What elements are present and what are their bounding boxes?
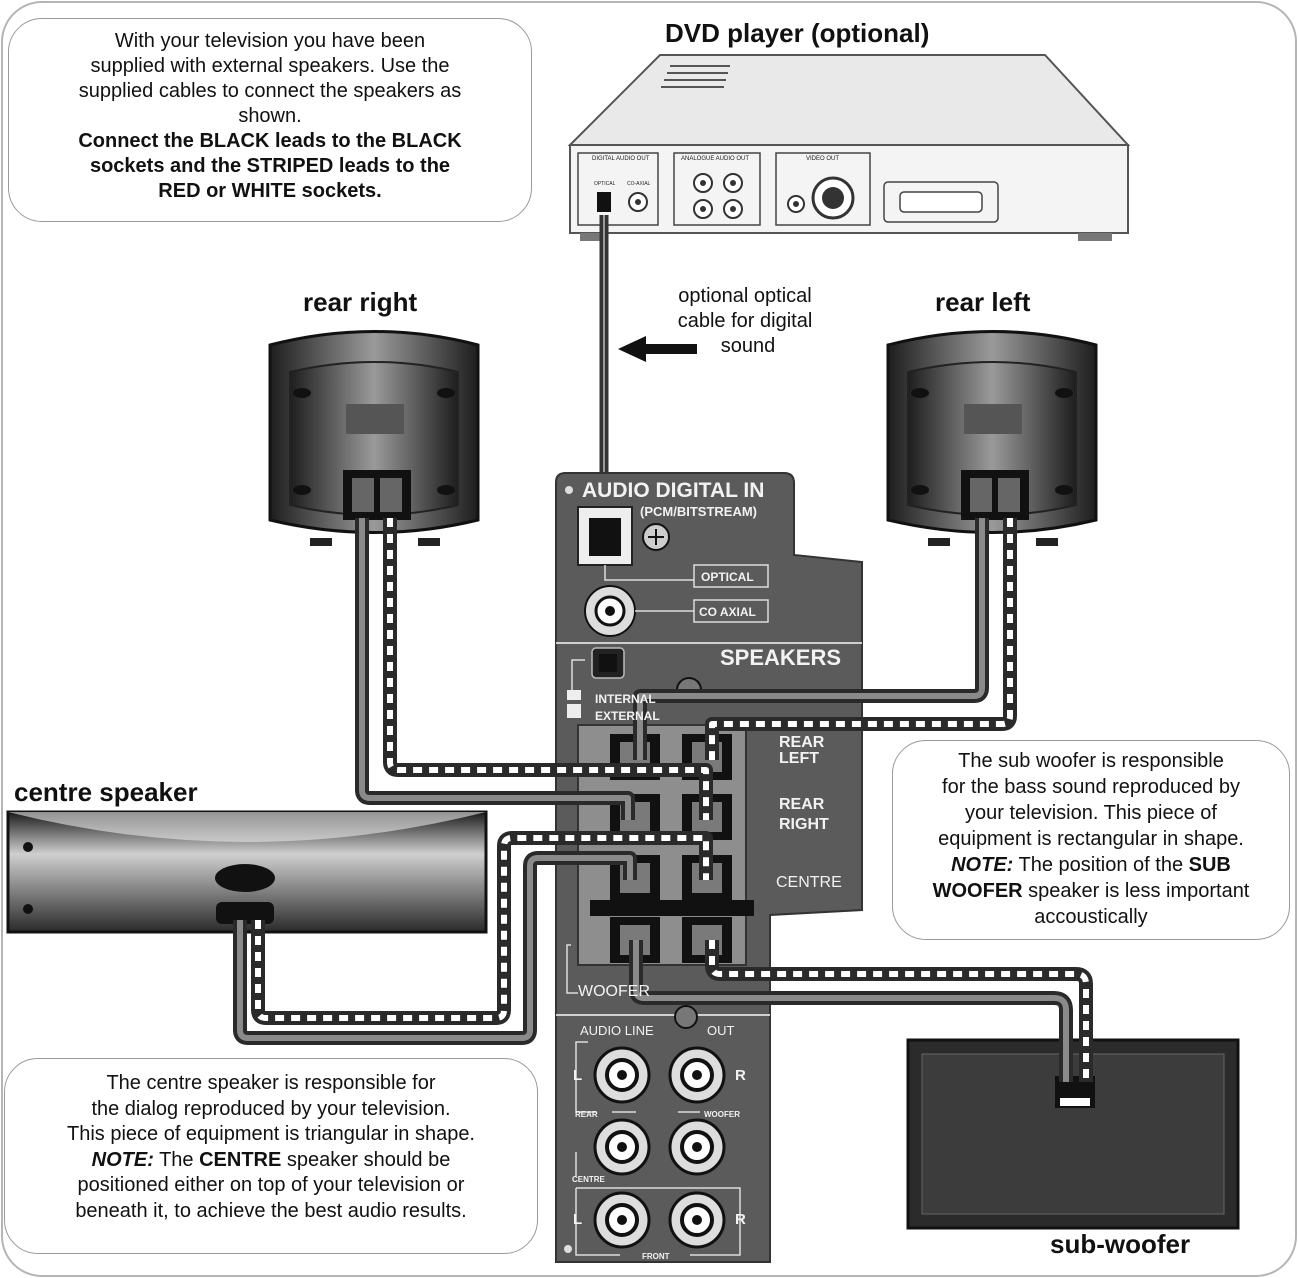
note-line: positioned either on top of your televis… — [77, 1174, 465, 1196]
note-line: beneath it, to achieve the best audio re… — [75, 1199, 467, 1222]
note-line: supplied with external speakers. Use the — [90, 55, 450, 77]
centre-speaker-note: The centre speaker is responsible for th… — [4, 1058, 538, 1254]
note-text: The — [153, 1148, 200, 1171]
note-line: With your television you have been — [114, 30, 426, 52]
note-text: The position of the — [1013, 854, 1189, 876]
centre-speaker-heading: centre speaker — [14, 777, 198, 807]
connection-instructions-note: With your television you have been suppl… — [8, 18, 532, 222]
note-text: speaker is less important — [1022, 880, 1250, 902]
sub-woofer-heading: sub-woofer — [1050, 1229, 1191, 1259]
rear-right-heading: rear right — [303, 287, 418, 317]
note-line: This piece of equipment is triangular in… — [66, 1123, 475, 1145]
dvd-player-illustration — [567, 54, 1131, 241]
label-pcm-bitstream: (PCM/BITSTREAM) — [640, 504, 757, 519]
label-internal: INTERNAL — [595, 692, 656, 706]
label-r-bottom: R — [735, 1211, 746, 1228]
note-line: supplied cables to connect the speakers … — [78, 80, 462, 102]
note-bold: WOOFER — [932, 880, 1023, 902]
note-line: your television. This piece of — [965, 802, 1217, 824]
note-line: for the bass sound reproduced by — [942, 776, 1240, 798]
centre-speaker-illustration — [6, 810, 488, 934]
label-coaxial: CO AXIAL — [699, 605, 756, 619]
note-label: NOTE: — [951, 854, 1014, 876]
sub-woofer-illustration — [906, 1038, 1240, 1230]
label-r-top: R — [735, 1067, 746, 1084]
note-line: WOOFER speaker is less important — [893, 878, 1289, 904]
note-bold: CENTRE — [199, 1148, 282, 1171]
note-line: equipment is rectangular in shape. — [938, 828, 1244, 850]
dvd-label-analogue-audio-out: ANALOGUE AUDIO OUT — [681, 156, 750, 162]
note-line: cable for digital — [677, 310, 813, 332]
label-woofer: WOOFER — [578, 983, 650, 1000]
label-woofer-small: WOOFER — [704, 1110, 740, 1119]
dvd-label-coaxial: CO-AXIAL — [627, 181, 651, 187]
dvd-label-video-out: VIDEO OUT — [806, 156, 840, 162]
label-external: EXTERNAL — [595, 709, 660, 723]
note-line: accoustically — [1034, 906, 1148, 928]
note-line: NOTE: The position of the SUB — [893, 852, 1289, 878]
optical-cable-note: optional optical cable for digital sound — [640, 284, 850, 359]
note-line: sound — [720, 335, 776, 357]
rear-right-speaker-illustration — [268, 330, 480, 546]
note-label: NOTE: — [91, 1148, 154, 1171]
label-speakers: SPEAKERS — [720, 645, 842, 670]
audio-line-out-sockets — [593, 1046, 726, 1249]
note-line: shown. — [238, 105, 302, 127]
note-line: optional optical — [678, 285, 812, 307]
note-bold: SUB — [1188, 854, 1231, 876]
rear-left-heading: rear left — [935, 287, 1031, 317]
label-centre-small: CENTRE — [572, 1175, 605, 1184]
label-rear-small: REAR — [575, 1110, 598, 1119]
note-line-bold: sockets and the STRIPED leads to the — [89, 155, 451, 177]
note-text: speaker should be — [281, 1148, 451, 1171]
dvd-label-optical: OPTICAL — [594, 181, 616, 187]
label-l-top: L — [573, 1067, 583, 1084]
note-line: The sub woofer is responsible — [958, 750, 1224, 772]
note-line: The centre speaker is responsible for — [106, 1072, 436, 1094]
note-line-bold: Connect the BLACK leads to the BLACK — [78, 130, 462, 152]
label-optical: OPTICAL — [701, 570, 754, 584]
label-l-bottom: L — [573, 1211, 583, 1228]
label-centre: CENTRE — [776, 874, 842, 891]
note-line: the dialog reproduced by your television… — [91, 1097, 451, 1120]
note-line-bold: RED or WHITE sockets. — [158, 180, 382, 202]
optical-arrow — [618, 336, 697, 362]
dvd-player-heading: DVD player (optional) — [665, 18, 930, 48]
label-audio-digital-in: AUDIO DIGITAL IN — [582, 479, 765, 502]
sub-woofer-note: The sub woofer is responsible for the ba… — [892, 740, 1290, 940]
label-audio-line: AUDIO LINE — [580, 1023, 654, 1038]
label-out: OUT — [707, 1023, 735, 1038]
dvd-label-digital-audio-out: DIGITAL AUDIO OUT — [592, 156, 650, 162]
note-line: NOTE: The CENTRE speaker should be — [5, 1148, 537, 1174]
rear-left-speaker-illustration — [886, 330, 1098, 546]
label-front: FRONT — [642, 1252, 670, 1261]
